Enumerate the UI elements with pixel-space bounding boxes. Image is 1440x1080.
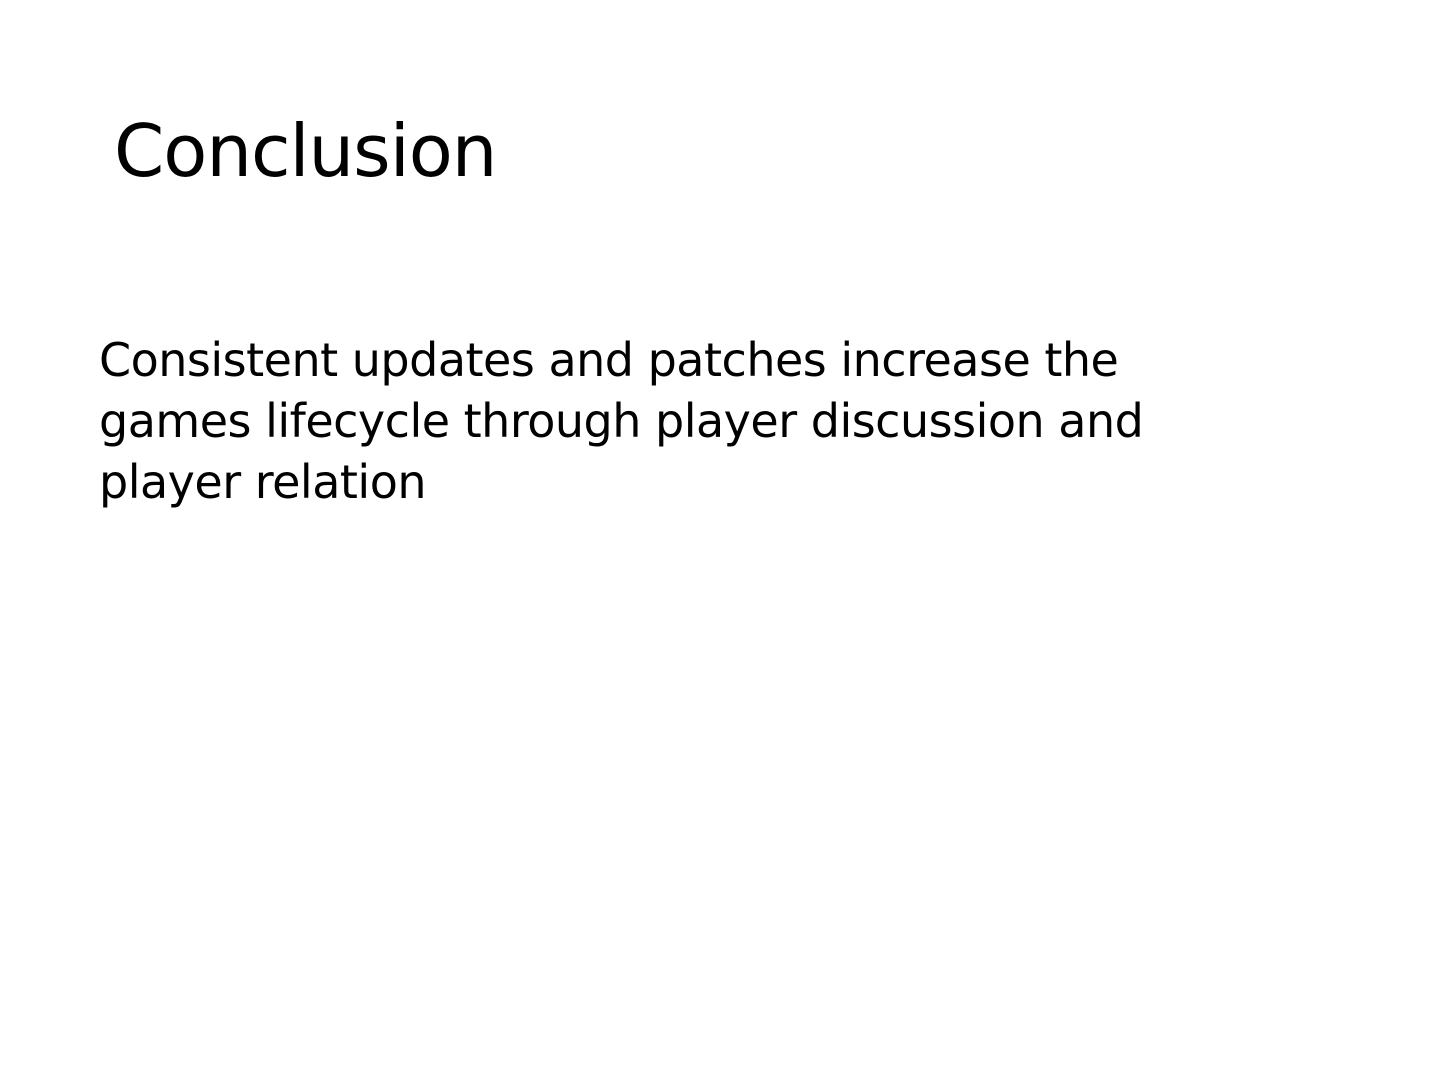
body-text-line: games lifecycle through player discussio… bbox=[99, 394, 1144, 448]
slide-body-text: Consistent updates and patches increase … bbox=[99, 330, 1179, 513]
body-text-line: player relation bbox=[99, 455, 427, 509]
slide-title: Conclusion bbox=[114, 109, 497, 193]
body-text-line: Consistent updates and patches increase … bbox=[99, 333, 1119, 387]
